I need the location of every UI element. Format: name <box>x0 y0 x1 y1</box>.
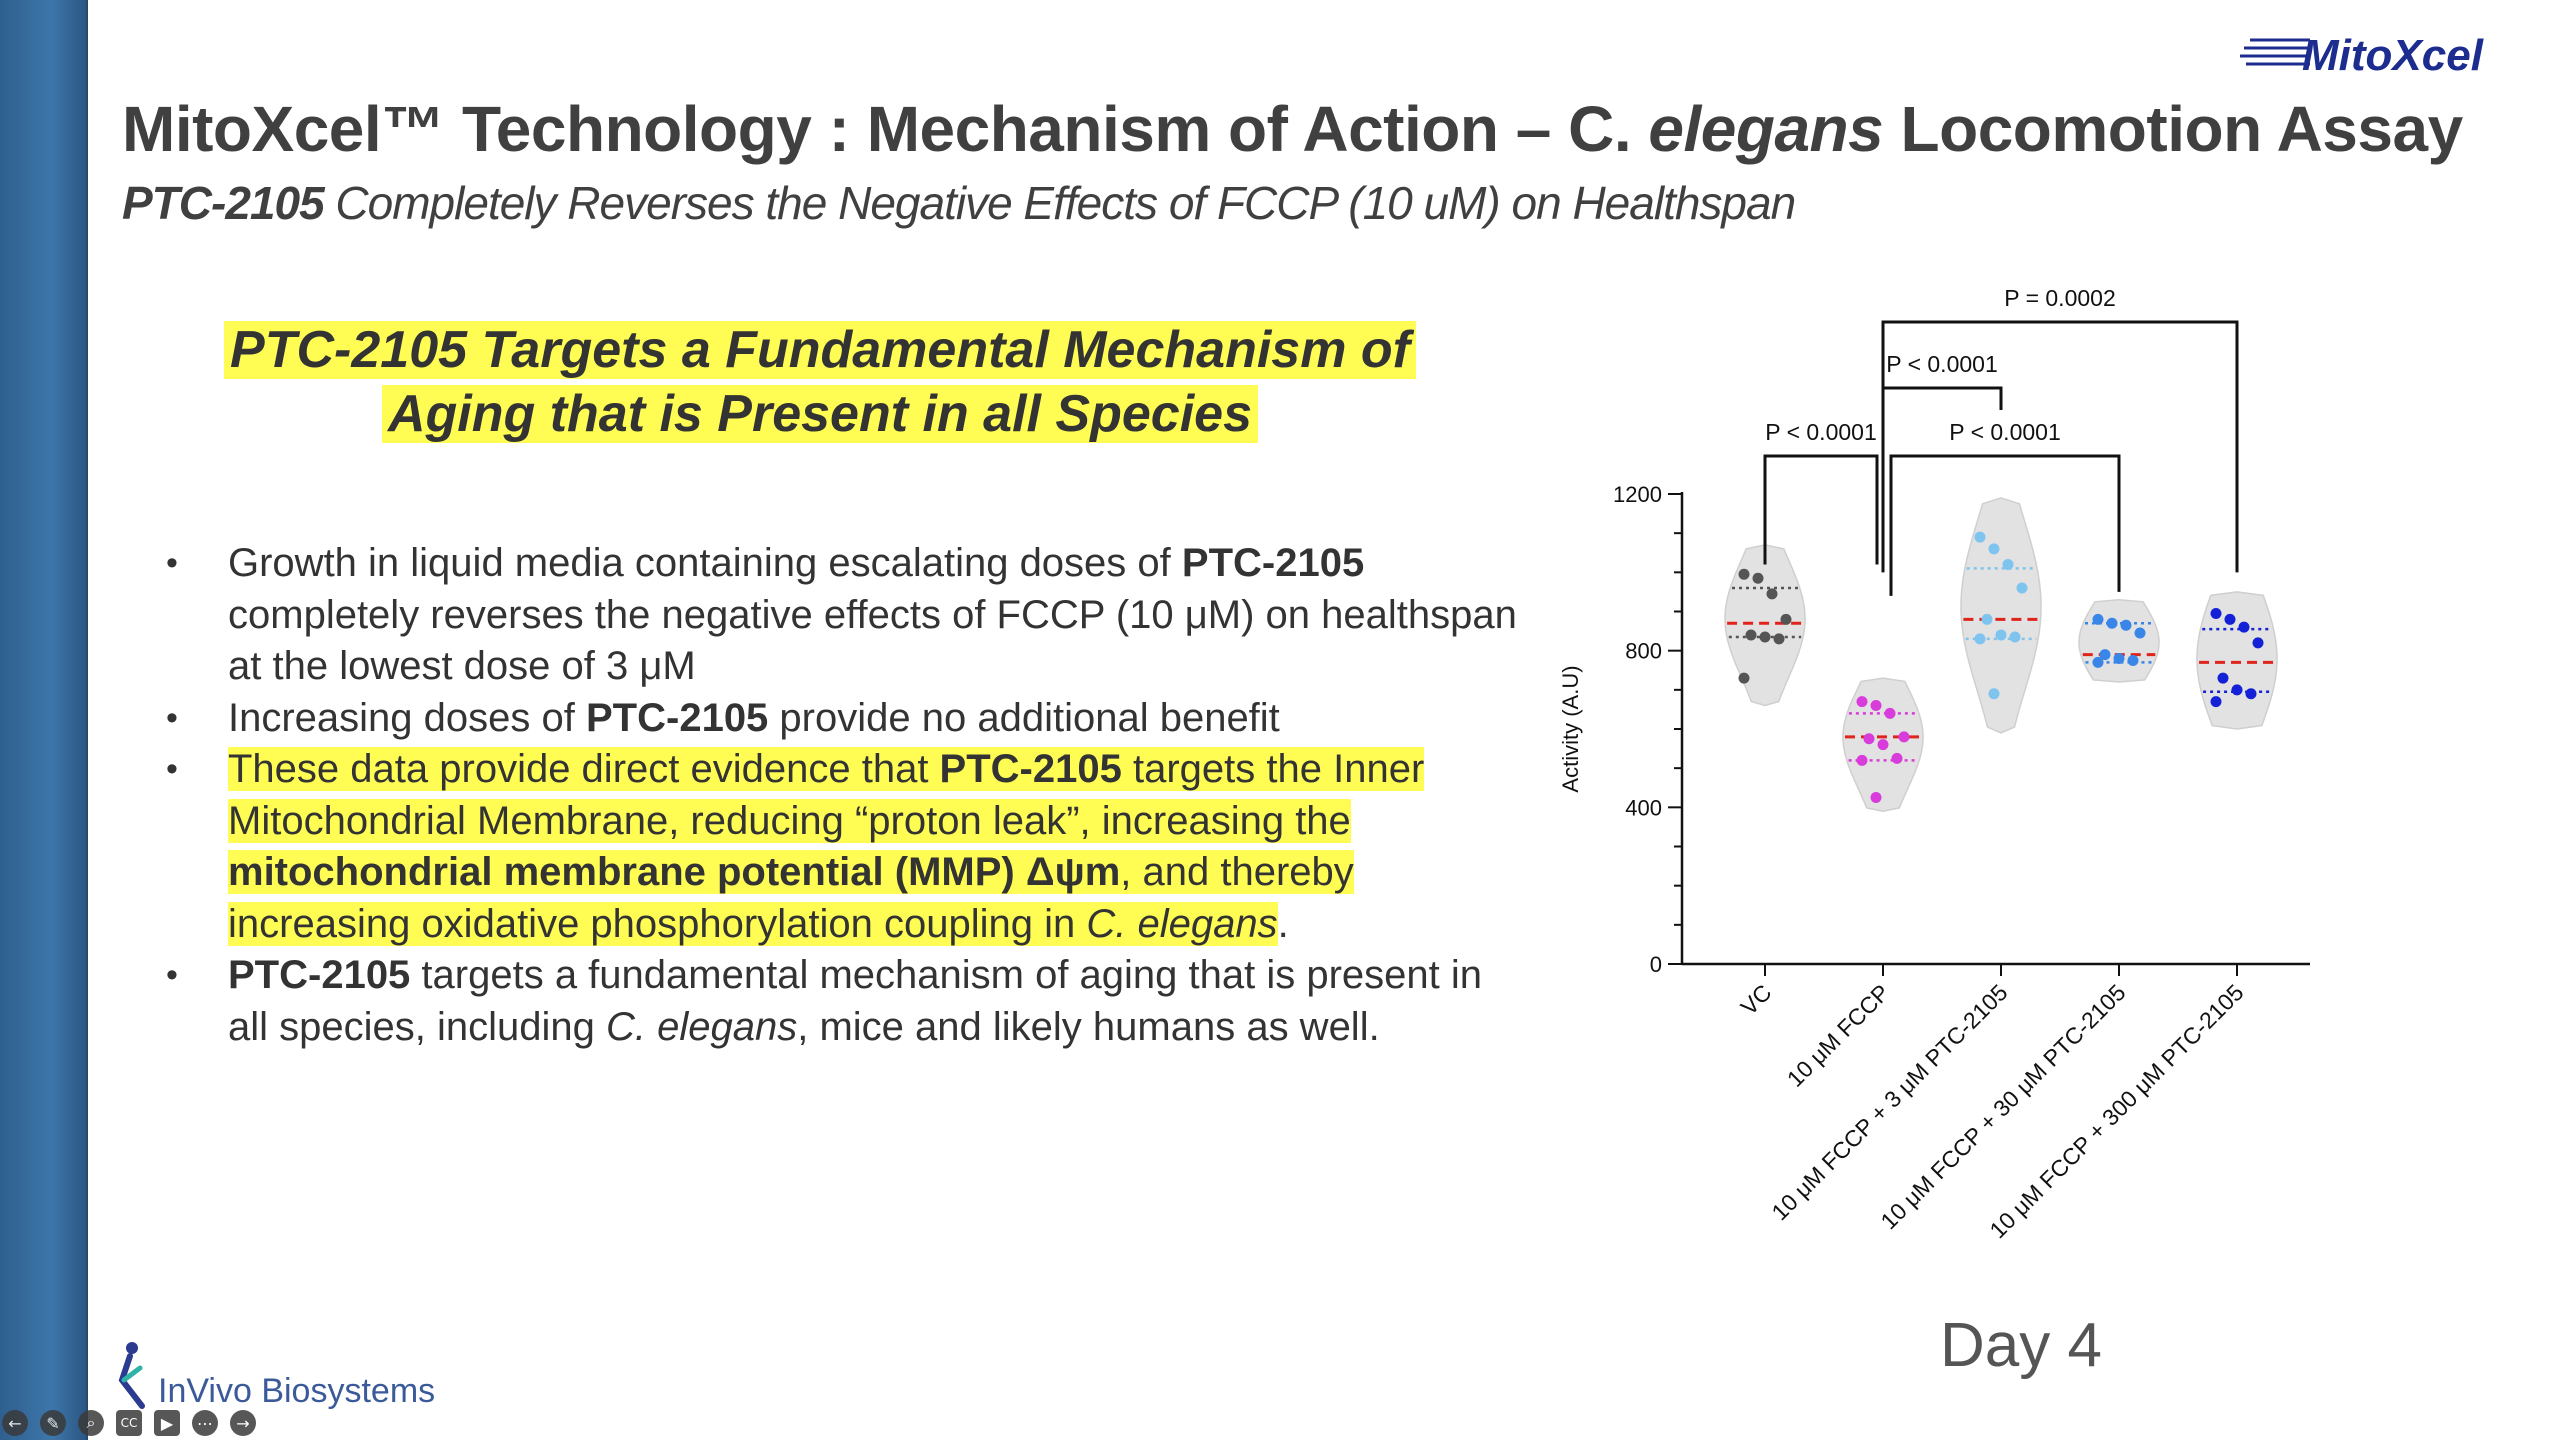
invivo-logo-icon <box>118 1342 145 1409</box>
data-point <box>1766 588 1778 600</box>
data-point <box>1988 688 2000 700</box>
y-tick-label: 800 <box>1625 639 1662 664</box>
invivo-logo-text: InVivo Biosystems <box>158 1372 436 1410</box>
violin-shape <box>2078 598 2160 683</box>
p-value-label: P < 0.0001 <box>1765 419 1877 445</box>
p-value-label: P < 0.0001 <box>1886 351 1998 377</box>
data-point <box>2002 559 2014 570</box>
data-point <box>2120 619 2132 631</box>
pen-icon[interactable]: ✎ <box>40 1410 66 1436</box>
data-point <box>1745 629 1757 641</box>
y-tick-label: 400 <box>1625 795 1662 820</box>
bullet-dot-icon: • <box>166 750 178 788</box>
significance-bracket <box>1881 320 2239 573</box>
p-value-label: P = 0.0002 <box>2004 285 2116 311</box>
data-point <box>1891 752 1903 764</box>
mitoxcel-logo-text: MitoXcel <box>2302 31 2484 80</box>
forward-icon[interactable]: → <box>230 1410 256 1436</box>
data-point <box>1780 613 1792 625</box>
violin-shape <box>2196 591 2278 730</box>
bullet-item: • Increasing doses of PTC-2105 provide n… <box>160 693 1520 745</box>
data-point <box>1870 792 1882 804</box>
data-point <box>2092 656 2104 668</box>
x-tick-label: 10 μM FCCP + 3 μM PTC-2105 <box>1766 979 2012 1225</box>
data-point <box>2016 582 2028 594</box>
p-value-label: P < 0.0001 <box>1949 419 2061 445</box>
x-tick-label: VC <box>1736 979 1777 1020</box>
data-point <box>2224 613 2236 625</box>
data-point <box>2009 631 2021 643</box>
significance-bracket <box>1889 454 2121 596</box>
data-point <box>2252 637 2264 649</box>
significance-bracket <box>1881 386 2003 410</box>
invivo-logo: InVivo Biosystems <box>110 1340 470 1410</box>
captions-icon[interactable]: CC <box>116 1410 142 1436</box>
x-tick-label: 10 μM FCCP + 30 μM PTC-2105 <box>1875 979 2130 1234</box>
bullet-list: • Growth in liquid media containing esca… <box>160 538 1520 1053</box>
bullet-dot-icon: • <box>166 698 178 737</box>
data-point <box>2113 653 2125 664</box>
data-point <box>1988 543 2000 555</box>
camera-icon[interactable]: ▶ <box>154 1410 180 1436</box>
data-point <box>1898 731 1910 743</box>
data-point <box>2106 617 2118 629</box>
bullet-item: • PTC-2105 targets a fundamental mechani… <box>160 950 1520 1053</box>
day-label: Day 4 <box>1940 1311 2102 1380</box>
data-point <box>2134 627 2146 639</box>
violin-shape <box>1724 544 1806 707</box>
back-icon[interactable]: ← <box>2 1410 28 1436</box>
presentation-controls: ← ✎ ⌕ CC ▶ ⋯ → <box>2 1408 282 1438</box>
more-icon[interactable]: ⋯ <box>192 1410 218 1436</box>
data-point <box>1974 531 1986 543</box>
data-point <box>1856 754 1868 766</box>
significance-bracket <box>1763 454 1879 565</box>
data-point <box>2210 696 2222 708</box>
headline-line-2: Aging that is Present in all Species <box>381 385 1259 443</box>
data-point <box>1773 633 1785 645</box>
data-point <box>2099 649 2111 661</box>
data-point <box>1856 696 1868 708</box>
data-point <box>1752 572 1764 584</box>
x-tick-label: 10 μM FCCP <box>1782 979 1895 1092</box>
data-point <box>1884 707 1896 719</box>
violin-shape <box>1960 497 2042 734</box>
y-tick-label: 1200 <box>1613 482 1662 507</box>
data-point <box>1870 700 1882 711</box>
data-point <box>2127 654 2139 666</box>
bullet-item: • Growth in liquid media containing esca… <box>160 538 1520 693</box>
data-point <box>2245 688 2257 700</box>
data-point <box>1863 733 1875 745</box>
data-point <box>1981 613 1993 625</box>
headline-line-1: PTC-2105 Targets a Fundamental Mechanism… <box>224 321 1416 379</box>
data-point <box>1995 629 2007 641</box>
data-point <box>1738 672 1750 684</box>
mitoxcel-logo: MitoXcel <box>2240 31 2484 80</box>
data-point <box>2238 621 2250 633</box>
bullet-item-highlighted: • These data provide direct evidence tha… <box>160 744 1520 950</box>
slide-title: MitoXcel™ Technology : Mechanism of Acti… <box>122 93 2463 165</box>
zoom-icon[interactable]: ⌕ <box>78 1410 104 1436</box>
data-point <box>1974 633 1986 645</box>
data-point <box>2217 672 2229 684</box>
y-axis-label: Activity (A.U) <box>1558 665 1583 792</box>
data-point <box>1877 739 1889 751</box>
data-point <box>1738 568 1750 580</box>
data-point <box>2210 607 2222 619</box>
data-point <box>2231 684 2243 696</box>
bullet-dot-icon: • <box>166 956 178 994</box>
slide-subtitle: PTC-2105 Completely Reverses the Negativ… <box>122 177 1796 229</box>
data-point <box>2092 613 2104 625</box>
left-accent-bar <box>0 0 88 1440</box>
x-tick-label: 10 μM FCCP + 300 μM PTC-2105 <box>1984 979 2248 1243</box>
bullet-dot-icon: • <box>166 544 178 582</box>
data-point <box>1759 631 1771 643</box>
headline: PTC-2105 Targets a Fundamental Mechanism… <box>140 318 1500 446</box>
y-tick-label: 0 <box>1650 952 1662 977</box>
